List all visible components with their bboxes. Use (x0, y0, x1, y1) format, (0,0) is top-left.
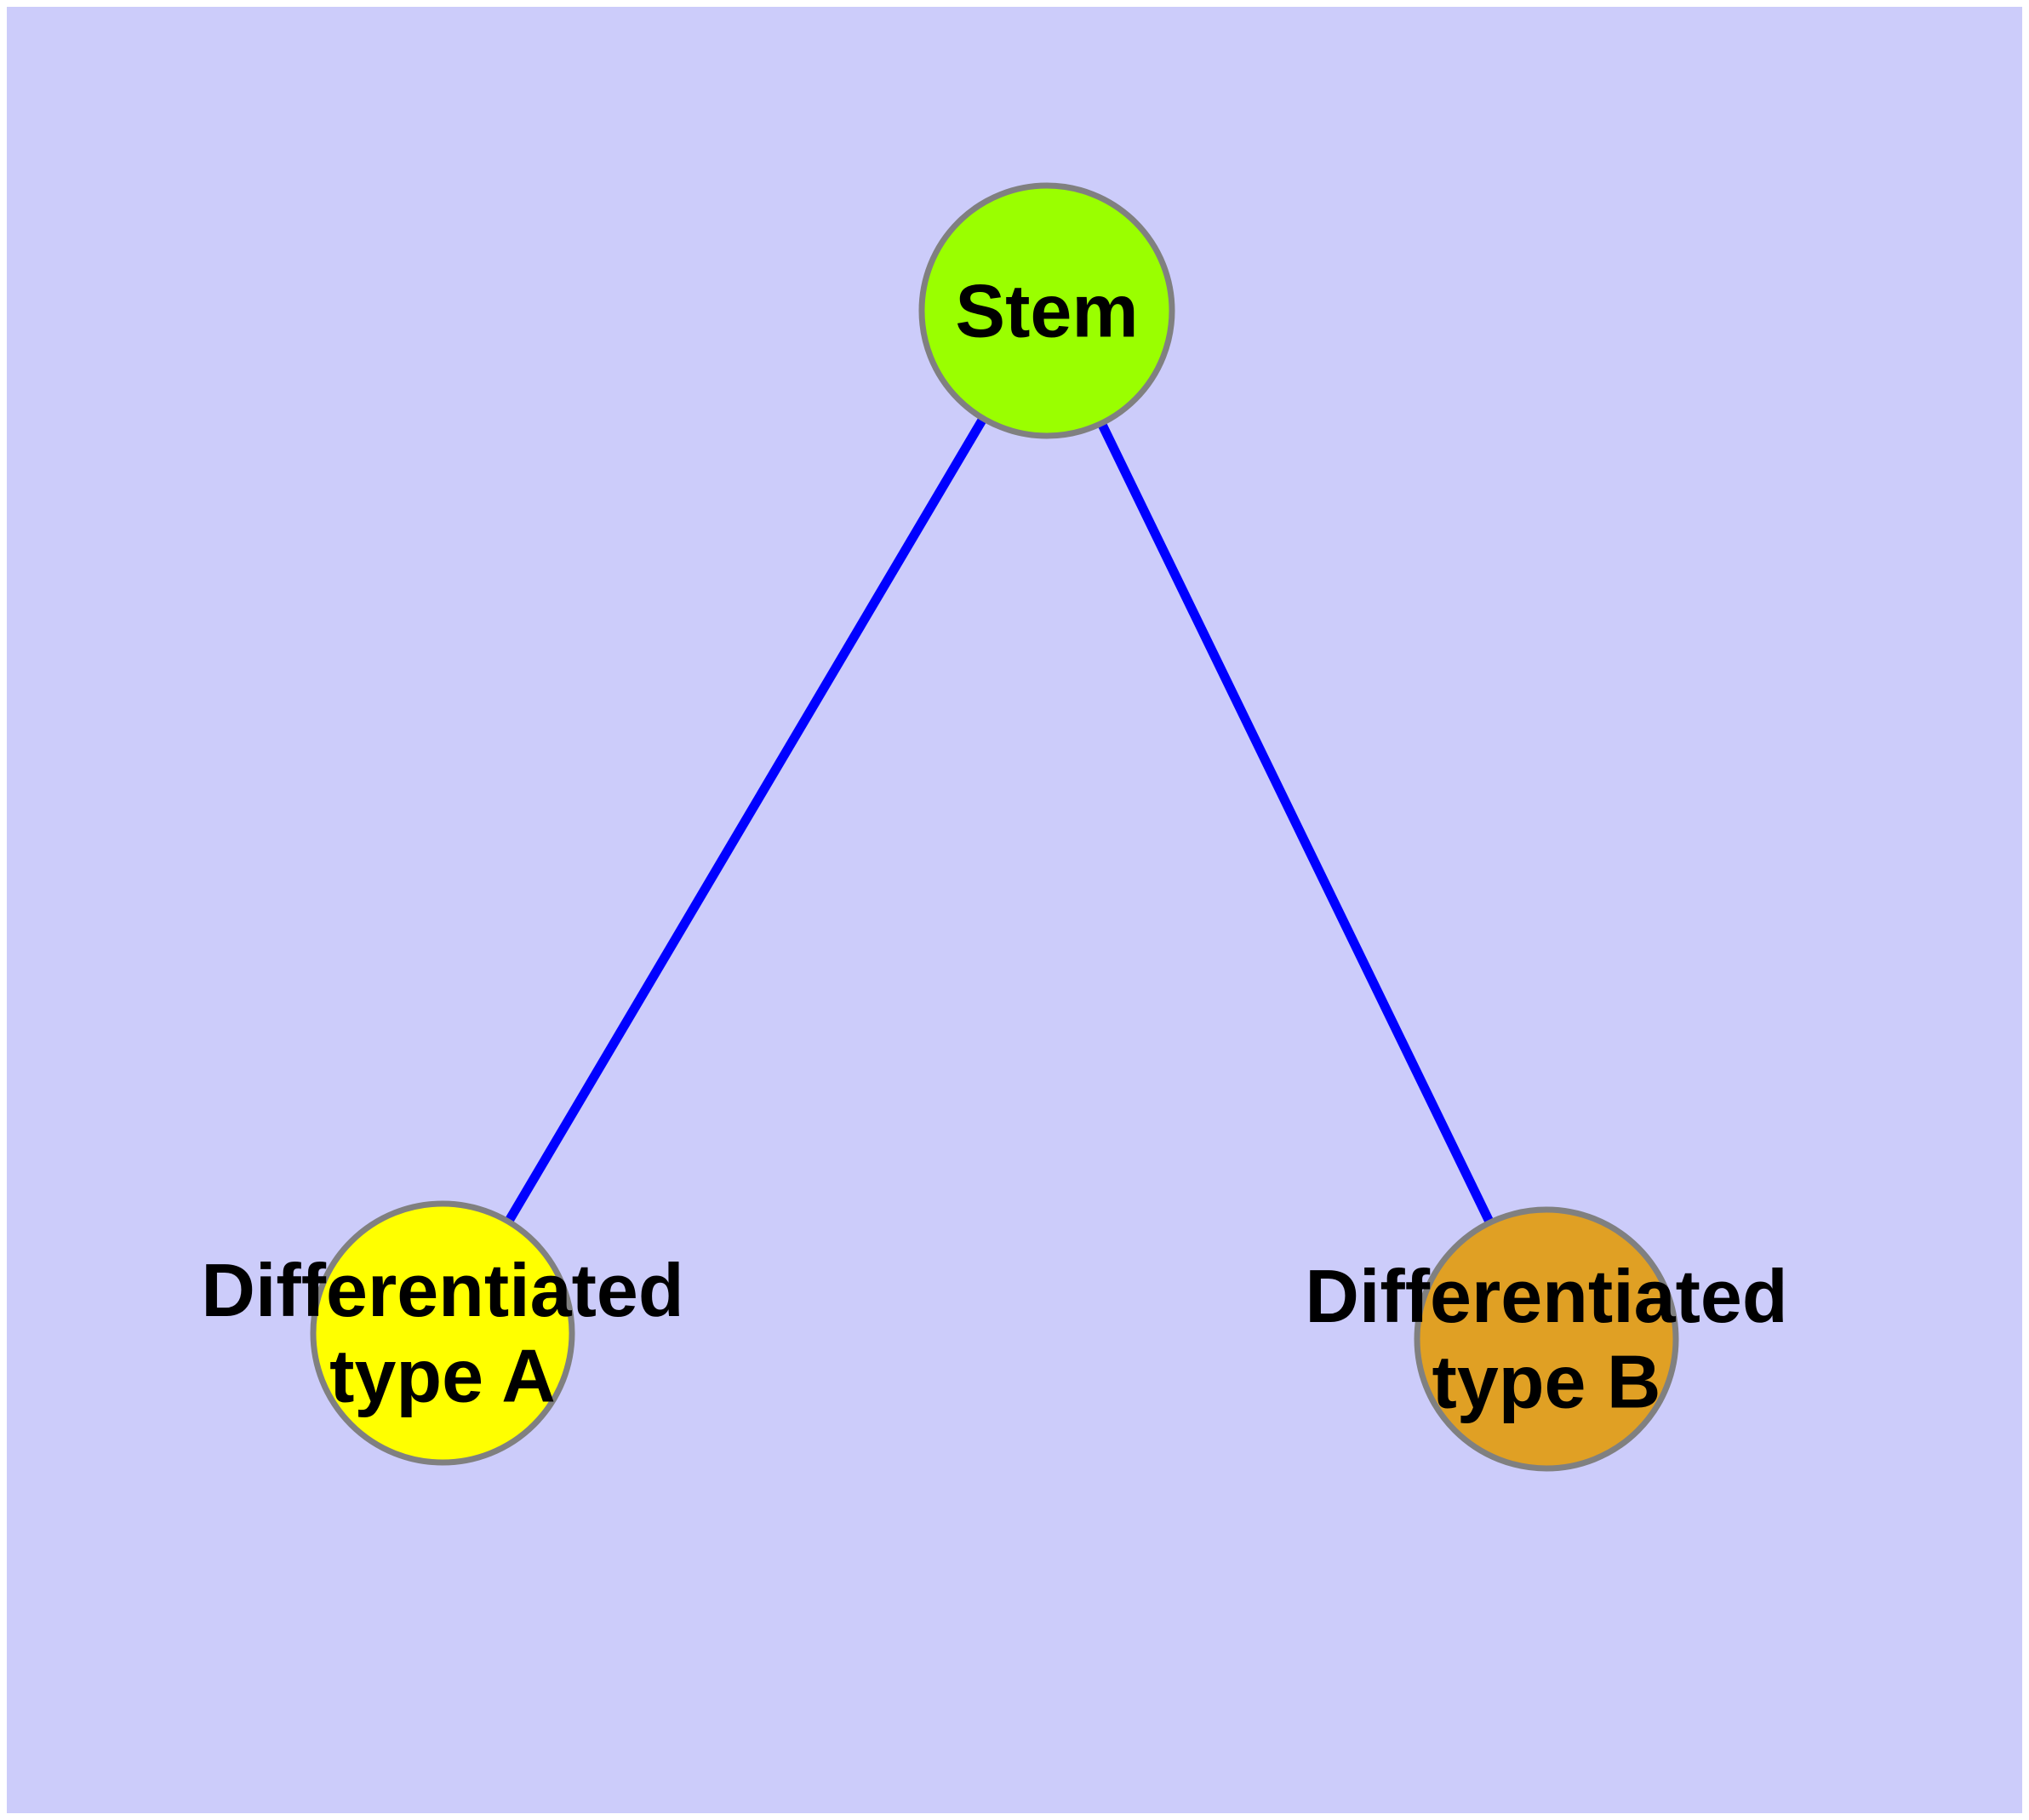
node-stem[interactable]: Stem (918, 182, 1175, 439)
node-label-line: type A (329, 1334, 556, 1418)
node-differentiated-a-circle[interactable] (310, 1200, 575, 1466)
node-differentiated-b-circle[interactable] (1414, 1206, 1679, 1472)
edges-layer (438, 308, 1551, 1342)
node-label-line: Differentiated (201, 1248, 683, 1332)
node-stem-label: Stem (955, 268, 1138, 352)
node-label-line: Differentiated (1305, 1254, 1787, 1338)
edge-stem-to-differentiated-b[interactable] (1043, 308, 1551, 1342)
node-label-line: type B (1432, 1340, 1661, 1424)
edge-stem-to-differentiated-a[interactable] (438, 308, 1051, 1336)
node-label-line: Stem (955, 268, 1138, 352)
node-stem-circle[interactable] (918, 182, 1175, 439)
